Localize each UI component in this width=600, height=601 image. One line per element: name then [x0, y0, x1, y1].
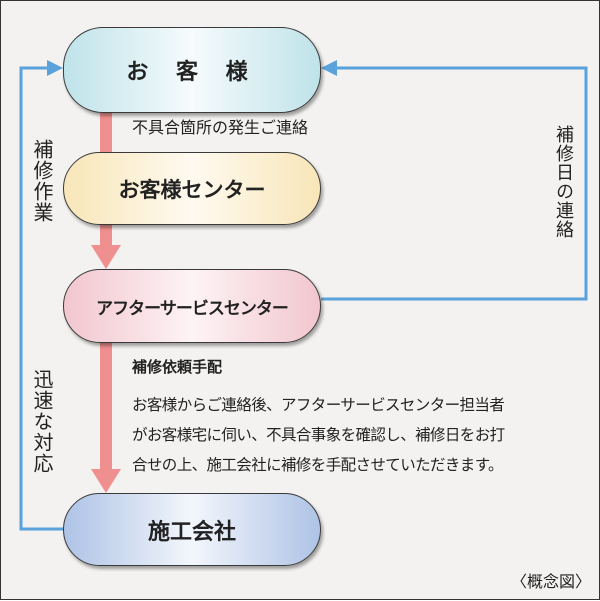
flow-shaft-3: [100, 343, 112, 471]
node-contractor: 施工会社: [63, 493, 321, 566]
flow-arrowhead-2: [91, 245, 121, 269]
repair-work-line: [19, 66, 63, 531]
flow-shaft-1: [100, 113, 112, 153]
caption: 〈概念図〉: [510, 572, 591, 591]
arrow-to-customer-left: [47, 60, 63, 76]
description-line: がお客様宅に伺い、不具合事象を確認し、補修日をお打: [132, 426, 505, 444]
flow-shaft-2: [100, 225, 112, 247]
node-customer-center: お客様センター: [63, 152, 321, 225]
label-repair-date-contact: 補修日の連絡: [553, 125, 574, 239]
label-repair-request: 補修依頼手配: [132, 358, 223, 376]
repair-date-line: [321, 66, 588, 301]
flow-arrowhead-3: [91, 469, 121, 493]
arrow-to-customer-right: [321, 60, 337, 76]
label-report-defect: 不具合箇所の発生ご連絡: [132, 118, 309, 137]
description-line: お客様からご連絡後、アフターサービスセンター担当者: [132, 396, 505, 414]
description: お客様からご連絡後、アフターサービスセンター担当者 がお客様宅に伺い、不具合事象…: [132, 390, 505, 480]
node-customer: お 客 様: [63, 27, 321, 113]
description-line: 合せの上、施工会社に補修を手配させていただきます。: [132, 456, 504, 474]
label-repair-work: 補修作業: [30, 139, 54, 223]
label-quick-response: 迅速な対応: [30, 369, 54, 474]
node-after-service-center: アフターサービスセンター: [63, 269, 321, 343]
